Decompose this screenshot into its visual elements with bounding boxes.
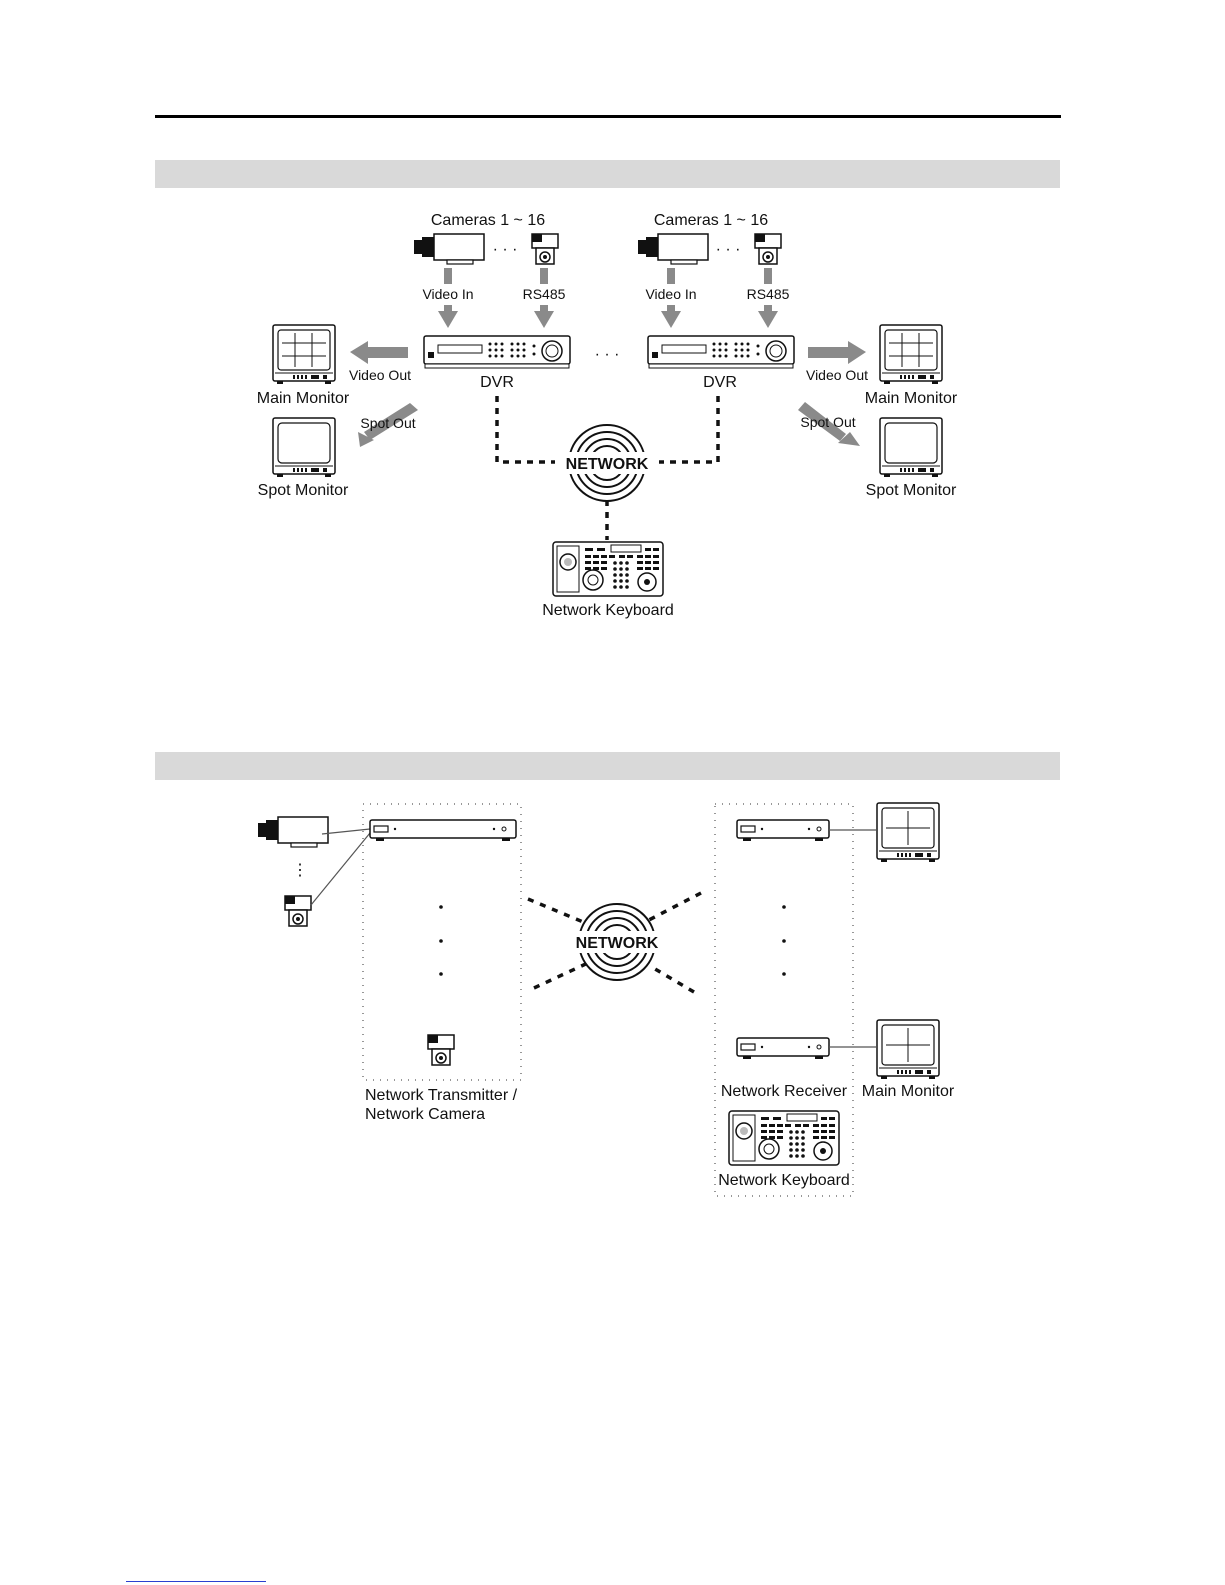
dvr-icon — [424, 336, 570, 368]
diagram-network-transmitter-receiver: ⋮ Network Transmitter / Network Camera N… — [258, 803, 955, 1196]
transmitter-label-line2: Network Camera — [365, 1106, 485, 1123]
spot-monitor-label-left: Spot Monitor — [258, 482, 349, 499]
dvr-label-left: DVR — [480, 374, 514, 391]
cameras-label-left: Cameras 1 ~ 16 — [431, 212, 545, 229]
network-keyboard-label: Network Keyboard — [542, 602, 674, 619]
box-camera-icon — [258, 817, 328, 847]
rs485-label-right: RS485 — [747, 286, 790, 302]
dvr-ellipsis: · · · — [595, 346, 620, 363]
video-in-label-left: Video In — [422, 286, 473, 302]
network-transmitter-icon — [370, 820, 516, 841]
network-receiver-icon — [737, 1038, 829, 1059]
network-label-2: NETWORK — [576, 935, 659, 952]
network-receiver-icon — [737, 820, 829, 841]
video-out-label-left: Video Out — [349, 367, 411, 383]
box-camera-icon — [638, 234, 708, 264]
transmitter-label-line1: Network Transmitter / — [365, 1087, 518, 1104]
rs485-label-left: RS485 — [523, 286, 566, 302]
dome-camera-icon — [285, 896, 311, 926]
camera-cable — [311, 833, 370, 905]
dvr-label-right: DVR — [703, 374, 737, 391]
main-monitor-label: Main Monitor — [862, 1083, 955, 1100]
camera-vertical-ellipsis: ⋮ — [292, 862, 308, 879]
spot-monitor-icon — [273, 418, 335, 477]
spot-out-label-right: Spot Out — [800, 414, 855, 430]
dome-camera-icon — [428, 1035, 454, 1065]
video-in-label-right: Video In — [645, 286, 696, 302]
receiver-ellipsis — [782, 905, 786, 976]
spot-monitor-icon — [880, 418, 942, 477]
transmitter-ellipsis — [439, 905, 443, 976]
dvr-icon — [648, 336, 794, 368]
video-out-label-right: Video Out — [806, 367, 868, 383]
receiver-label: Network Receiver — [721, 1083, 848, 1100]
main-monitor-icon — [880, 325, 942, 384]
box-camera-icon — [414, 234, 484, 264]
cameras-label-right: Cameras 1 ~ 16 — [654, 212, 768, 229]
network-keyboard-label: Network Keyboard — [718, 1172, 850, 1189]
main-monitor-icon — [877, 803, 939, 862]
network-keyboard-icon — [729, 1111, 839, 1165]
spot-monitor-label-right: Spot Monitor — [866, 482, 957, 499]
main-monitor-icon — [273, 325, 335, 384]
main-monitor-label-right: Main Monitor — [865, 390, 958, 407]
main-monitor-icon — [877, 1020, 939, 1079]
network-label: NETWORK — [566, 456, 649, 473]
spot-out-label-left: Spot Out — [360, 415, 415, 431]
camera-ellipsis-right: · · · — [716, 241, 741, 258]
diagram-dvr-network: Cameras 1 ~ 16 Cameras 1 ~ 16 · · · · · … — [257, 212, 958, 619]
camera-ellipsis-left: · · · — [493, 241, 518, 258]
arrow-icon — [438, 268, 778, 328]
network-keyboard-icon — [553, 542, 663, 596]
main-monitor-label-left: Main Monitor — [257, 390, 350, 407]
dome-camera-icon — [755, 234, 781, 264]
dome-camera-icon — [532, 234, 558, 264]
